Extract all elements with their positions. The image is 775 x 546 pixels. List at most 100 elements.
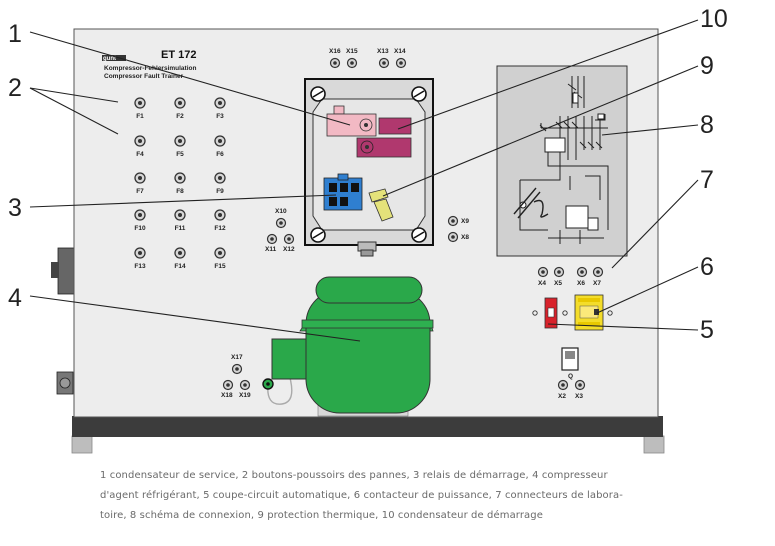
callout-10: 10 [700,5,728,33]
fault-button-label: F3 [216,113,224,120]
callout-3: 3 [8,194,22,222]
jack-x19[interactable]: X19 [239,379,251,400]
svg-text:X16: X16 [329,48,341,55]
callout-lines [29,19,699,342]
fault-button-label: F4 [136,151,144,158]
svg-text:X6: X6 [577,280,585,287]
svg-text:X3: X3 [575,393,583,400]
svg-text:X19: X19 [239,392,251,399]
enclosure-screw-tl [310,86,326,102]
svg-text:X18: X18 [221,392,233,399]
svg-text:Q: Q [568,373,573,380]
fault-button-f6[interactable]: F6 [214,135,226,158]
callout-8: 8 [700,111,714,139]
thermal-protection [368,188,394,222]
jack-x3[interactable]: X3 [574,379,586,401]
fault-button-f5[interactable]: F5 [174,135,186,158]
fault-button-f10[interactable]: F10 [134,209,146,232]
cable-gland [357,241,377,257]
fault-button-f1[interactable]: F1 [134,97,146,120]
svg-text:X13: X13 [377,48,389,55]
switch-q[interactable]: Q [561,347,579,380]
caption-line-1: 1 condensateur de service, 2 boutons-pou… [100,470,608,481]
jack-x15[interactable]: X15 [346,48,358,69]
jack-x11[interactable]: X11 [265,233,278,254]
fault-button-f7[interactable]: F7 [134,172,146,195]
base-foot-right [643,435,665,454]
circuit-breaker[interactable] [532,297,568,329]
fault-button-label: F5 [176,151,184,158]
fault-button-f3[interactable]: F3 [214,97,226,120]
callout-9: 9 [700,52,714,80]
jack-x12[interactable]: X12 [283,233,295,254]
jack-x18[interactable]: X18 [221,379,234,400]
svg-text:X12: X12 [283,246,295,253]
wiring-schematic [496,65,628,257]
fault-button-f14[interactable]: F14 [174,247,186,270]
jack-x5[interactable]: X5 [553,266,565,288]
side-handle-top [51,247,75,295]
callout-5: 5 [700,316,714,344]
jack-x7[interactable]: X7 [592,266,604,288]
base-plate [72,416,663,437]
svg-text:X5: X5 [554,280,562,287]
callout-1: 1 [8,20,22,48]
svg-text:X8: X8 [461,234,469,241]
enclosure-screw-bl [310,227,326,243]
svg-text:X2: X2 [558,393,566,400]
svg-text:X7: X7 [593,280,601,287]
jack-x14[interactable]: X14 [394,48,407,69]
jack-x4[interactable]: X4 [537,266,549,288]
jack-x13[interactable]: X13 [377,48,390,69]
enclosure-screw-tr [411,86,427,102]
fault-button-f4[interactable]: F4 [134,135,146,158]
brand-logo: gunt [102,55,126,62]
fault-button-label: F6 [216,151,224,158]
fault-button-label: F12 [214,225,226,232]
svg-text:gunt: gunt [103,56,116,62]
start-capacitor [356,117,412,158]
fault-button-label: F9 [216,188,224,195]
base-foot-left [71,435,93,454]
fault-button-label: F13 [134,263,146,270]
side-handle-bottom [56,371,74,395]
callout-6: 6 [700,253,714,281]
caption-line-2: d'agent réfrigérant, 5 coupe-circuit aut… [100,490,623,501]
fault-button-label: F2 [176,113,184,120]
svg-text:X10: X10 [275,208,287,215]
jack-x2[interactable]: X2 [557,379,569,401]
subtitle-de: Kompressor-Fehlersimulation [104,65,196,72]
subtitle-en: Compressor Fault Trainer [104,73,184,80]
callout-2: 2 [8,74,22,102]
jack-x9[interactable]: X9 [447,215,470,227]
svg-text:X4: X4 [538,280,546,287]
svg-text:X15: X15 [346,48,358,55]
fault-button-f13[interactable]: F13 [134,247,146,270]
fault-button-f11[interactable]: F11 [174,209,186,232]
jack-x6[interactable]: X6 [576,266,588,288]
callout-7: 7 [700,166,714,194]
fault-button-f8[interactable]: F8 [174,172,186,195]
fault-button-f2[interactable]: F2 [174,97,186,120]
svg-text:X11: X11 [265,246,277,253]
jack-x10[interactable]: X10 [275,208,287,229]
fault-button-label: F10 [134,225,146,232]
start-relay [323,173,363,211]
fault-button-f15[interactable]: F15 [214,247,226,270]
refrigerant-compressor [271,276,434,417]
jack-x17[interactable]: X17 [231,354,243,375]
jack-x8[interactable]: X8 [447,231,470,243]
ground-terminal [262,377,293,405]
jack-x16[interactable]: X16 [329,48,341,69]
callout-4: 4 [8,284,22,312]
caption-line-3: toire, 8 schéma de connexion, 9 protecti… [100,510,543,521]
svg-text:X9: X9 [461,218,469,225]
fault-button-f12[interactable]: F12 [214,209,226,232]
electrical-enclosure [304,78,434,257]
fault-button-label: F7 [136,188,144,195]
fault-button-f9[interactable]: F9 [214,172,226,195]
svg-text:X17: X17 [231,354,243,361]
fault-button-label: F8 [176,188,184,195]
